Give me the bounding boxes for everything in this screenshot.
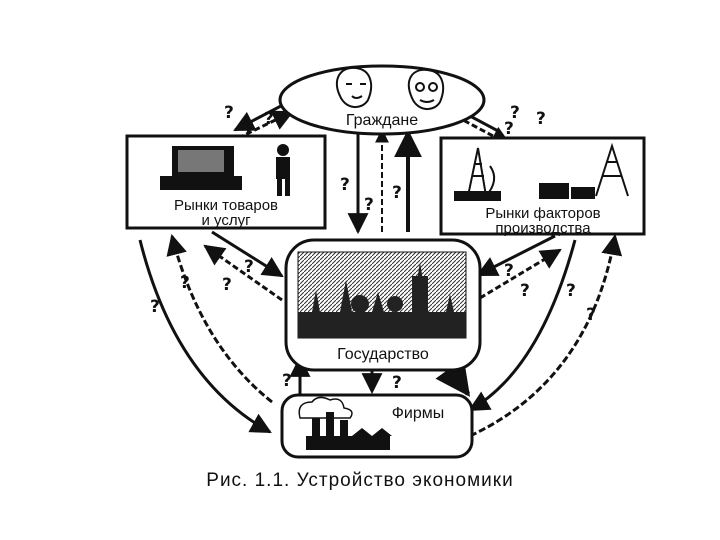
state-label: Государство — [337, 346, 429, 363]
goods-market-label-line1: Рынки товаров — [174, 197, 278, 214]
arrow-factor-to-state — [476, 234, 556, 277]
arrow-firms-to-factor — [469, 233, 623, 438]
question-mark: ? — [392, 373, 402, 393]
arrow-factor-to-firms — [468, 239, 577, 412]
question-mark: ? — [222, 275, 232, 295]
question-mark: ? — [364, 195, 374, 215]
arrow-goods-to-state — [211, 230, 284, 278]
firms-label: Фирмы — [392, 405, 445, 422]
arrow-state-to-goods — [203, 244, 283, 302]
factor-market-label-line2: производства — [495, 220, 591, 237]
faces-icon — [335, 66, 445, 110]
question-mark: ? — [392, 183, 402, 203]
question-mark: ? — [282, 371, 292, 391]
factor-market-label-line1: Рынки факторов — [485, 205, 600, 222]
question-mark: ? — [224, 103, 234, 123]
question-mark: ? — [566, 281, 576, 301]
question-mark: ? — [244, 117, 254, 137]
citizens-label: Граждане — [346, 112, 418, 129]
flow-arrows — [138, 94, 623, 438]
oil-derrick-icon — [454, 142, 629, 201]
factory-icon — [298, 396, 392, 450]
question-mark: ? — [340, 175, 350, 195]
node-citizens: Граждане — [278, 64, 486, 136]
question-mark: ? — [586, 305, 596, 325]
arrow-state-to-factor — [479, 248, 562, 300]
person-icon — [276, 144, 290, 196]
question-mark: ? — [536, 109, 546, 129]
tv-icon — [160, 146, 242, 190]
question-mark: ? — [180, 273, 190, 293]
question-mark: ? — [150, 297, 160, 317]
kremlin-picture — [297, 251, 467, 339]
node-firms: Фирмы — [280, 393, 474, 459]
node-goods-market: Рынки товаров и услуг — [125, 134, 327, 230]
node-factor-market: Рынки факторов производства — [439, 136, 646, 237]
question-mark: ? — [504, 119, 514, 139]
question-mark: ? — [264, 109, 274, 129]
question-mark: ? — [510, 103, 520, 123]
arrow-firms-to-goods — [166, 233, 273, 404]
question-mark: ? — [520, 281, 530, 301]
question-marks: ? ? ? ? ? ? ? ? ? ? ? ? ? ? ? ? ? ? ? — [150, 103, 596, 393]
figure-caption: Рис. 1.1. Устройство экономики — [206, 470, 514, 491]
question-mark: ? — [504, 261, 514, 281]
arrow-goods-to-firms — [138, 239, 272, 434]
node-state: Государство — [284, 238, 482, 372]
question-mark: ? — [244, 257, 254, 277]
goods-market-label-line2: и услуг — [201, 212, 251, 229]
